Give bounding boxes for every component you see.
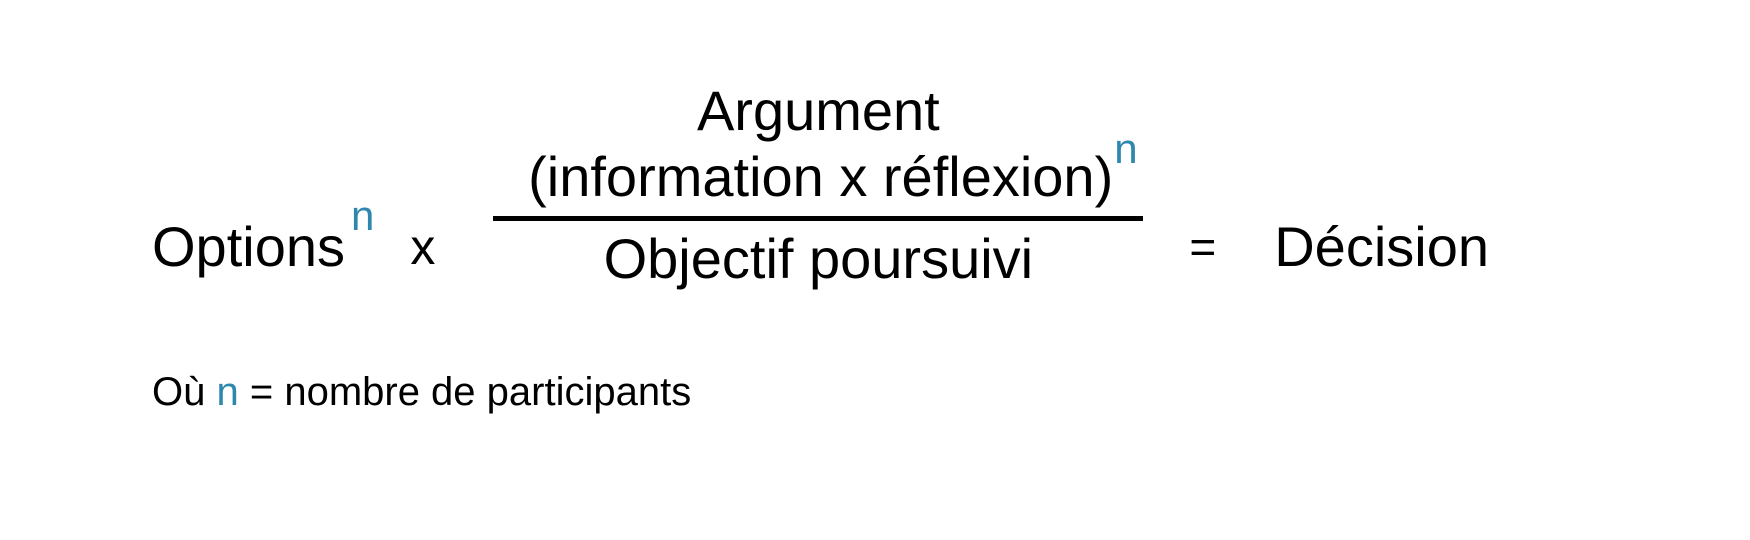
options-exponent-n: n <box>351 192 375 240</box>
caption-variable-n: n <box>216 370 239 414</box>
numerator-exponent-n: n <box>1114 125 1138 173</box>
fraction-bar <box>493 216 1144 222</box>
fraction-top-label-argument: Argument <box>696 79 940 142</box>
fraction-denominator: Objectif poursuivi <box>603 227 1034 291</box>
multiplication-operator: x <box>410 219 436 276</box>
numerator-base-label: (information x réflexion) <box>528 145 1114 209</box>
options-base-label: Options <box>152 215 345 279</box>
caption-legend: Où n = nombre de participants <box>152 368 691 416</box>
caption-definition: = nombre de participants <box>238 370 692 414</box>
caption-prefix: Où <box>152 370 217 414</box>
fraction: Argument (information x réflexion)n Obje… <box>493 78 1144 292</box>
result-decision-label: Décision <box>1274 215 1489 279</box>
equals-operator: = <box>1189 221 1217 274</box>
fraction-numerator: (information x réflexion)n <box>528 128 1137 210</box>
